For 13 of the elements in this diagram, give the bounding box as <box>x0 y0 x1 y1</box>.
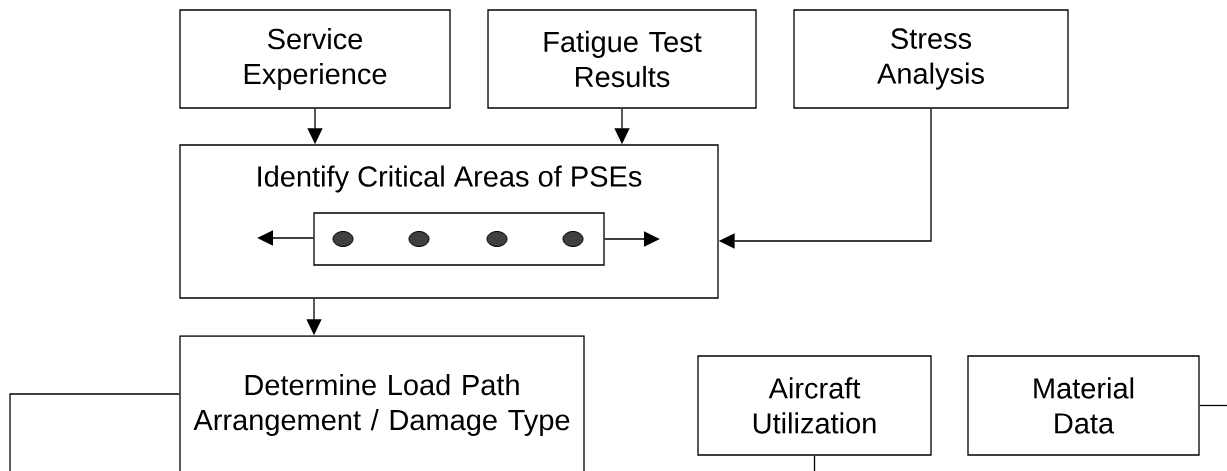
process-box: Stress Analysis <box>793 9 1069 109</box>
element-box <box>313 212 605 266</box>
connector-line <box>813 455 816 471</box>
connector-line <box>9 393 180 471</box>
process-box: Identify Critical Areas of PSEs <box>179 144 719 299</box>
arrow <box>257 230 314 246</box>
arrow <box>604 231 660 247</box>
connector-line <box>1199 404 1227 407</box>
process-box: Fatigue Test Results <box>487 9 757 109</box>
process-box: Material Data <box>967 355 1200 456</box>
process-box: Service Experience <box>179 9 451 109</box>
process-box: Aircraft Utilization <box>697 355 932 456</box>
process-box: Determine Load Path Arrangement / Damage Type <box>179 335 585 471</box>
